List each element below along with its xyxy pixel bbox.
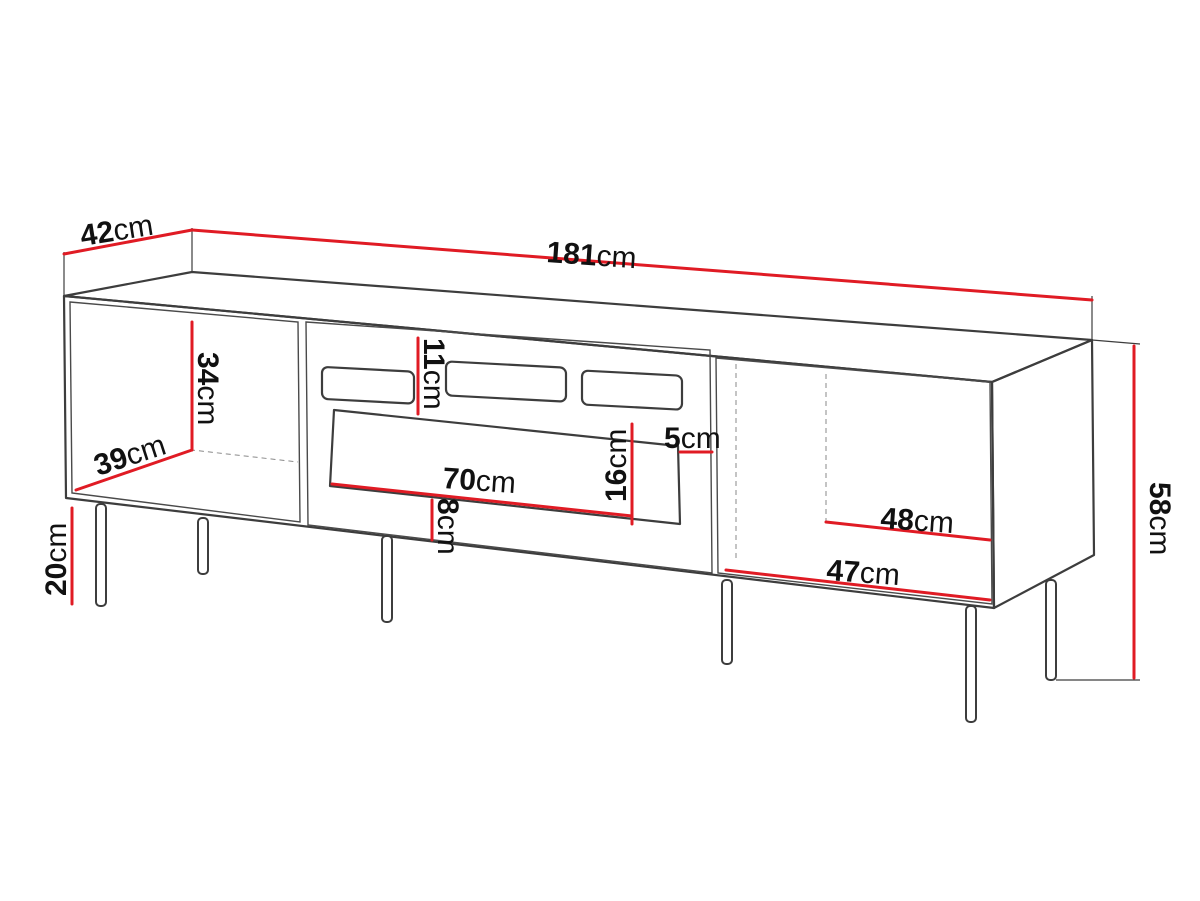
- left-door-panel: [69, 301, 301, 523]
- drawer-front-2: [444, 360, 568, 403]
- drawer-front-3: [580, 369, 684, 411]
- open-shelf-recess: [328, 408, 682, 526]
- label-shelf-height: 16cm: [600, 429, 633, 502]
- extension-lines: [63, 228, 1141, 681]
- dimension-lines: [62, 228, 1136, 680]
- dim-line-right-inner-w: [724, 568, 992, 602]
- leg-back-right: [1045, 579, 1057, 681]
- label-leg-height: 20cm: [40, 523, 73, 596]
- dimension-labels: 42cm 181cm 58cm 20cm 34cm 39cm 11cm 16cm…: [40, 209, 1176, 596]
- cabinet-right-side: [990, 338, 1096, 610]
- label-drawer-height: 11cm: [417, 338, 450, 410]
- leg-front-right: [965, 605, 977, 723]
- dim-line-depth: [62, 228, 194, 256]
- drawer-front-1: [320, 366, 416, 405]
- dim-line-right-inner-d: [824, 520, 992, 542]
- label-width: 181cm: [546, 236, 638, 275]
- cabinet-outline: [62, 270, 1096, 610]
- leg-front-center: [381, 535, 393, 623]
- label-bottom-rail: 8cm: [431, 498, 464, 555]
- label-left-inner-height: 34cm: [191, 352, 224, 425]
- dim-line-width: [190, 228, 1094, 302]
- legs: [95, 503, 1057, 723]
- label-right-inner-depth: 48cm: [880, 502, 955, 540]
- right-compartment-panel: [715, 357, 993, 605]
- label-gap: 5cm: [664, 422, 721, 455]
- label-right-inner-width: 47cm: [826, 554, 901, 592]
- label-height: 58cm: [1143, 482, 1176, 555]
- dim-line-shelf-w: [330, 482, 634, 518]
- label-depth: 42cm: [78, 209, 156, 253]
- label-shelf-width: 70cm: [442, 462, 517, 500]
- leg-back-center: [721, 579, 733, 665]
- center-drawer-panel: [305, 321, 713, 574]
- dim-line-left-inner-d: [74, 448, 194, 492]
- ext-height-top: [1091, 339, 1141, 345]
- leg-front-left: [95, 503, 107, 607]
- label-left-inner-depth: 39cm: [90, 429, 170, 483]
- leg-back-left: [197, 517, 209, 575]
